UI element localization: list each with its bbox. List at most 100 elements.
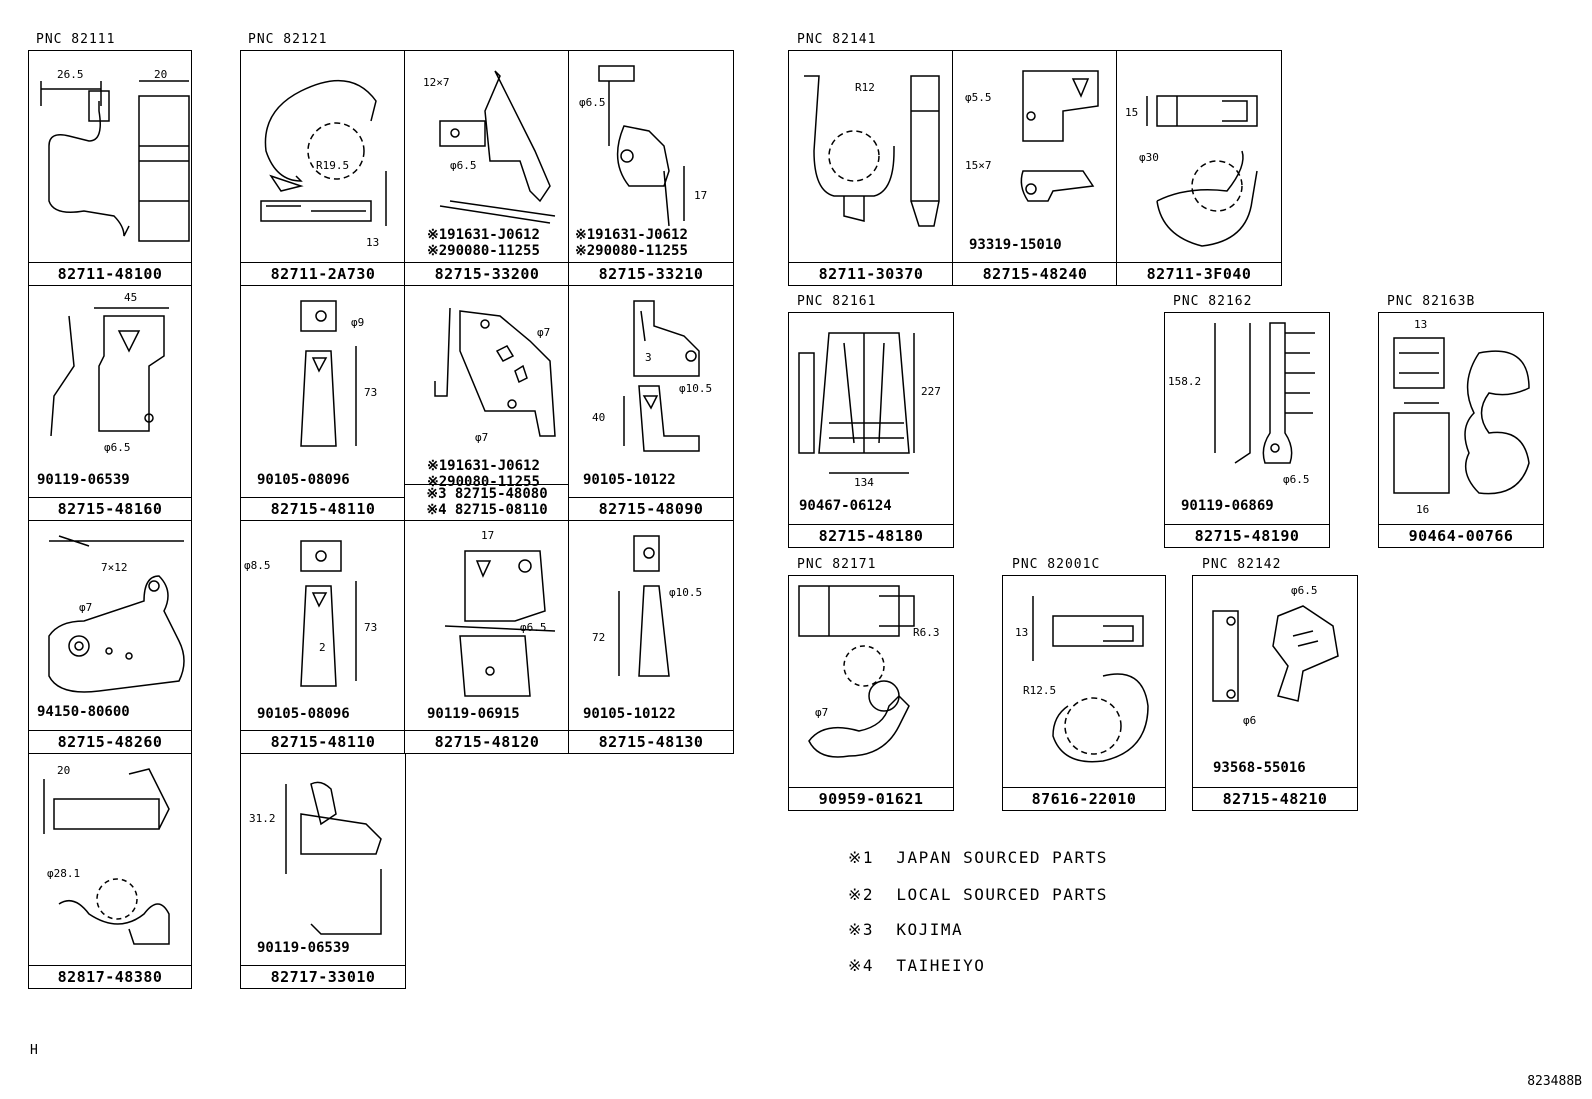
sub-part[interactable]: 90105-08096: [257, 706, 350, 722]
part-number[interactable]: 90464-00766: [1379, 524, 1543, 547]
part-number[interactable]: 82715-48190: [1165, 524, 1329, 547]
dim-width: 17: [481, 529, 495, 542]
dim-width: 13: [1414, 318, 1428, 331]
part-number[interactable]: 82715-33200: [405, 262, 569, 285]
part-cell-82711-48100[interactable]: 26.5 20 82711-48100: [28, 50, 192, 286]
part-number[interactable]: 82711-2A730: [241, 262, 405, 285]
note-text: JAPAN SOURCED PARTS: [896, 848, 1108, 867]
part-number[interactable]: 82715-48090: [569, 497, 733, 520]
bracket-drawing: [50, 307, 169, 437]
sub-part[interactable]: 90105-10122: [583, 472, 676, 488]
sub-part[interactable]: 90119-06539: [37, 472, 130, 488]
part-number[interactable]: 82711-3F040: [1117, 262, 1281, 285]
dim-height: 31.2: [249, 812, 276, 825]
part-cell-82717-33010[interactable]: 31.2 90119-06539 82717-33010: [240, 753, 406, 989]
sub-part[interactable]: 90467-06124: [799, 498, 892, 514]
part-number[interactable]: 82715-48130: [569, 730, 733, 753]
part-cell-82715-48160[interactable]: 45 φ6.5 90119-06539 82715-48160: [28, 285, 192, 521]
pnc-82141: PNC 82141: [797, 32, 877, 47]
sub-part-japan[interactable]: ※191631-J0612: [575, 227, 688, 243]
sub-part[interactable]: 93319-15010: [969, 237, 1062, 253]
part-number[interactable]: 82715-48160: [29, 497, 191, 520]
part-number[interactable]: 82715-48110: [241, 497, 405, 520]
dim-hole: φ6.5: [520, 621, 547, 634]
sub-part[interactable]: 90119-06869: [1181, 498, 1274, 514]
dim-hole: φ6.5: [104, 441, 131, 454]
bracket-drawing: [598, 65, 685, 227]
part-number[interactable]: 82715-48210: [1193, 787, 1357, 810]
dim-hole: φ6.5: [579, 96, 606, 109]
part-number[interactable]: 87616-22010: [1003, 787, 1165, 810]
part-cell-87616-22010[interactable]: 13 R12.5 87616-22010: [1002, 575, 1166, 811]
part-cell-82715-48080[interactable]: φ7 φ7 ※191631-J0612 ※290080-11255 ※3 827…: [404, 285, 570, 521]
part-number[interactable]: 82715-48180: [789, 524, 953, 547]
part-number[interactable]: 90959-01621: [789, 787, 953, 810]
part-cell-82715-48190[interactable]: 158.2 φ6.5 90119-06869 82715-48190: [1164, 312, 1330, 548]
sub-part[interactable]: 90119-06539: [257, 940, 350, 956]
pnc-82161: PNC 82161: [797, 294, 877, 309]
sub-part-local[interactable]: ※290080-11255: [575, 243, 688, 259]
part-cell-82715-48180[interactable]: 227 134 90467-06124 82715-48180: [788, 312, 954, 548]
part-number-variants[interactable]: ※3 82715-48080 ※4 82715-08110: [405, 484, 569, 520]
part-number[interactable]: 82715-48110: [241, 730, 405, 753]
part-cell-82711-2a730[interactable]: R19.5 13 82711-2A730: [240, 50, 406, 286]
part-cell-82711-30370[interactable]: R12 82711-30370: [788, 50, 954, 286]
sub-part-local[interactable]: ※290080-11255: [427, 474, 540, 490]
clamp-drawing: [260, 79, 387, 226]
part-cell-82715-48110-b[interactable]: φ8.5 73 2 90105-08096 82715-48110: [240, 520, 406, 754]
clamp-drawing: [804, 75, 940, 227]
dim-hole-bottom: φ7: [475, 431, 489, 444]
part-number[interactable]: 82711-30370: [789, 262, 953, 285]
dim-slot: 15×7: [965, 159, 992, 172]
part-cell-82715-33210[interactable]: φ6.5 17 ※191631-J0612 ※290080-11255 8271…: [568, 50, 734, 286]
pnc-82001c: PNC 82001C: [1012, 557, 1101, 572]
note-text: KOJIMA: [896, 920, 964, 939]
dim-radius: R12.5: [1023, 684, 1057, 697]
part-cell-90464-00766[interactable]: 13 16 90464-00766: [1378, 312, 1544, 548]
dim-width: 26.5: [57, 68, 84, 81]
part-number[interactable]: 82715-33210: [569, 262, 733, 285]
dim-length: 73: [364, 621, 378, 634]
part-cell-82715-48130[interactable]: φ10.5 72 90105-10122 82715-48130: [568, 520, 734, 754]
part-number[interactable]: 82715-48260: [29, 730, 191, 753]
part-number-taiheiyo[interactable]: ※4 82715-08110: [426, 502, 548, 518]
dim-radius: R12: [855, 81, 875, 94]
sub-part-japan[interactable]: ※191631-J0612: [427, 458, 540, 474]
sub-part[interactable]: 94150-80600: [37, 704, 130, 720]
pnc-82163b: PNC 82163B: [1387, 294, 1476, 309]
part-cell-82715-48210[interactable]: φ6.5 φ6 93568-55016 82715-48210: [1192, 575, 1358, 811]
part-cell-82715-48110-a[interactable]: φ9 73 90105-08096 82715-48110: [240, 285, 406, 521]
sub-part[interactable]: 90105-08096: [257, 472, 350, 488]
part-cell-82715-48260[interactable]: 7×12 φ7 94150-80600 82715-48260: [28, 520, 192, 754]
part-cell-82715-48240[interactable]: φ5.5 15×7 93319-15010 82715-48240: [952, 50, 1118, 286]
part-cell-82715-48120[interactable]: 17 φ6.5 90119-06915 82715-48120: [404, 520, 570, 754]
dim-slot: 12×7: [423, 76, 450, 89]
bracket-drawing: [1020, 70, 1099, 202]
part-cell-82817-48380[interactable]: 20 φ28.1 82817-48380: [28, 753, 192, 989]
sub-part[interactable]: 90119-06915: [427, 706, 520, 722]
clamp-drawing: [43, 768, 170, 945]
sub-part-local[interactable]: ※290080-11255: [427, 243, 540, 259]
part-cell-82715-33200[interactable]: 12×7 φ6.5 ※191631-J0612 ※290080-11255 82…: [404, 50, 570, 286]
clamp-drawing: [798, 585, 915, 758]
part-cell-90959-01621[interactable]: R6.3 φ7 90959-01621: [788, 575, 954, 811]
sub-part[interactable]: 90105-10122: [583, 706, 676, 722]
part-cell-82711-3f040[interactable]: 15 φ30 82711-3F040: [1116, 50, 1282, 286]
sub-part-japan[interactable]: ※191631-J0612: [427, 227, 540, 243]
pnc-82171: PNC 82171: [797, 557, 877, 572]
part-number[interactable]: 82715-48240: [953, 262, 1117, 285]
note-mark: ※1: [848, 848, 875, 867]
dim-hole: φ7: [79, 601, 93, 614]
part-number[interactable]: 82817-48380: [29, 965, 191, 988]
part-number[interactable]: 82717-33010: [241, 965, 405, 988]
part-number[interactable]: 82715-48120: [405, 730, 569, 753]
part-number-kojima[interactable]: ※3 82715-48080: [426, 486, 548, 502]
part-cell-82715-48090[interactable]: 3 φ10.5 40 90105-10122 82715-48090: [568, 285, 734, 521]
part-number[interactable]: 82711-48100: [29, 262, 191, 285]
dim-hole: φ5.5: [965, 91, 992, 104]
sub-part[interactable]: 93568-55016: [1213, 760, 1306, 776]
dim-marker: 3: [645, 351, 652, 364]
dim-hole: φ7: [815, 706, 829, 719]
dim-height: 20: [154, 68, 168, 81]
dim-height: 227: [921, 385, 941, 398]
